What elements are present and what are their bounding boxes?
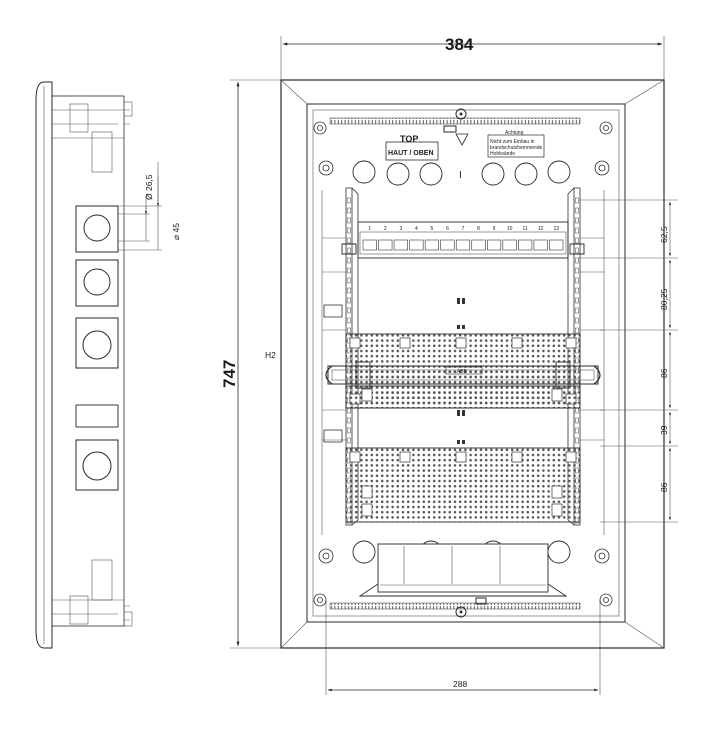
terminal-cell [487,239,502,251]
rail-hole [575,237,579,244]
rail-hole [575,417,579,424]
width-total-label: 384 [445,35,474,54]
rail-hole [575,317,579,324]
knockout-large-dim: ⌀ 45 [171,223,181,240]
knockout-1 [75,205,119,253]
dimension-width-total: 384 [280,35,665,80]
rail-hole [347,437,351,444]
rail-hole [347,317,351,324]
terminal-number: 13 [553,226,559,232]
rail-hole [347,297,351,304]
rail-hole [347,307,351,314]
spacing-dim-4: 39 [659,425,669,435]
front-view: TOP HAUT / OBEN I Achtung Nicht zum Einb… [280,79,665,649]
rail-hole [575,247,579,254]
side-view: Ø 26,5 ⌀ 45 [35,81,181,649]
rail-hole [347,417,351,424]
dimension-height-total: 747 H2 [220,79,281,649]
warning-label: Achtung Nicht zum Einbau in brandschutzh… [487,130,545,158]
knockout-small-dim: Ø 26,5 [144,174,154,200]
rail-hole [347,427,351,434]
rail-hole [575,227,579,234]
rail-hole [575,297,579,304]
rail-hole [575,277,579,284]
spacing-dim-3: 86 [659,368,669,378]
terminal-cell [440,239,455,251]
terminal-cell [424,239,439,251]
terminal-cell [362,239,377,251]
rail-hole [347,267,351,274]
terminal-cell [409,239,424,251]
spacing-dimensions: 62,5 80,25 86 39 86 [580,199,678,523]
position-mark: I [459,170,462,181]
rail-hole [575,407,579,414]
terminal-cell [518,239,533,251]
terminal-number: 10 [507,226,513,232]
rail-hole [347,217,351,224]
rail-hole [347,327,351,334]
rail-hole [347,207,351,214]
terminal-cell [533,239,548,251]
rail-hole [575,207,579,214]
warning-title: Achtung [505,130,524,136]
rail-hole [575,327,579,334]
terminal-number: 7 [462,226,465,232]
height-total-label: 747 [220,360,239,388]
rail-hole [347,407,351,414]
terminal-cell [455,239,471,251]
rail-hole [347,197,351,204]
perforated-panel-1b [345,385,581,409]
terminal-number: 9 [493,226,496,232]
terminal-cell [502,239,517,251]
spacing-dim-1: 62,5 [659,226,669,243]
knockout-2 [75,259,119,307]
spacing-dim-2: 80,25 [659,288,669,310]
rail-hole [347,247,351,254]
rail-hole [575,257,579,264]
terminal-number: 12 [538,226,544,232]
top-label-line2: HAUT / OBEN [388,150,434,157]
terminal-number: 11 [523,226,528,232]
rail-hole [575,267,579,274]
rail-hole [575,287,579,294]
mounting-width-label: 288 [453,679,467,689]
terminal-cell [471,239,486,251]
terminal-cell [549,239,564,251]
terminal-number: 3 [399,226,402,232]
rail-hole [575,217,579,224]
warning-line1: Nicht zum Einbau in [490,139,535,145]
din-rail: ABB [325,361,601,389]
rail-hole [575,437,579,444]
din-rail-label: ABB [457,369,468,375]
spacing-dim-5: 86 [659,482,669,492]
rail-hole [575,197,579,204]
warning-line3: Hohlwände [490,151,515,157]
top-label-line1: TOP [400,134,418,144]
rail-hole [575,427,579,434]
rail-hole [347,287,351,294]
terminal-number: 4 [415,226,418,232]
terminal-cell [378,239,393,251]
rail-hole [347,257,351,264]
rail-hole [347,237,351,244]
height-h2-label: H2 [265,350,276,360]
top-label: TOP HAUT / OBEN [385,134,439,161]
knockout-4 [75,439,119,491]
perforated-panel-2 [345,447,581,523]
terminal-number: 5 [431,226,434,232]
terminal-number: 6 [446,226,449,232]
knockout-3 [75,317,119,369]
warning-line2: brandschutzhemmende [490,145,542,151]
terminal-cell [393,239,408,251]
terminal-number: 1 [368,226,371,232]
terminal-number: 2 [384,226,387,232]
terminal-number: 8 [477,226,480,232]
rail-hole [347,277,351,284]
rail-hole [575,307,579,314]
rail-hole [347,227,351,234]
